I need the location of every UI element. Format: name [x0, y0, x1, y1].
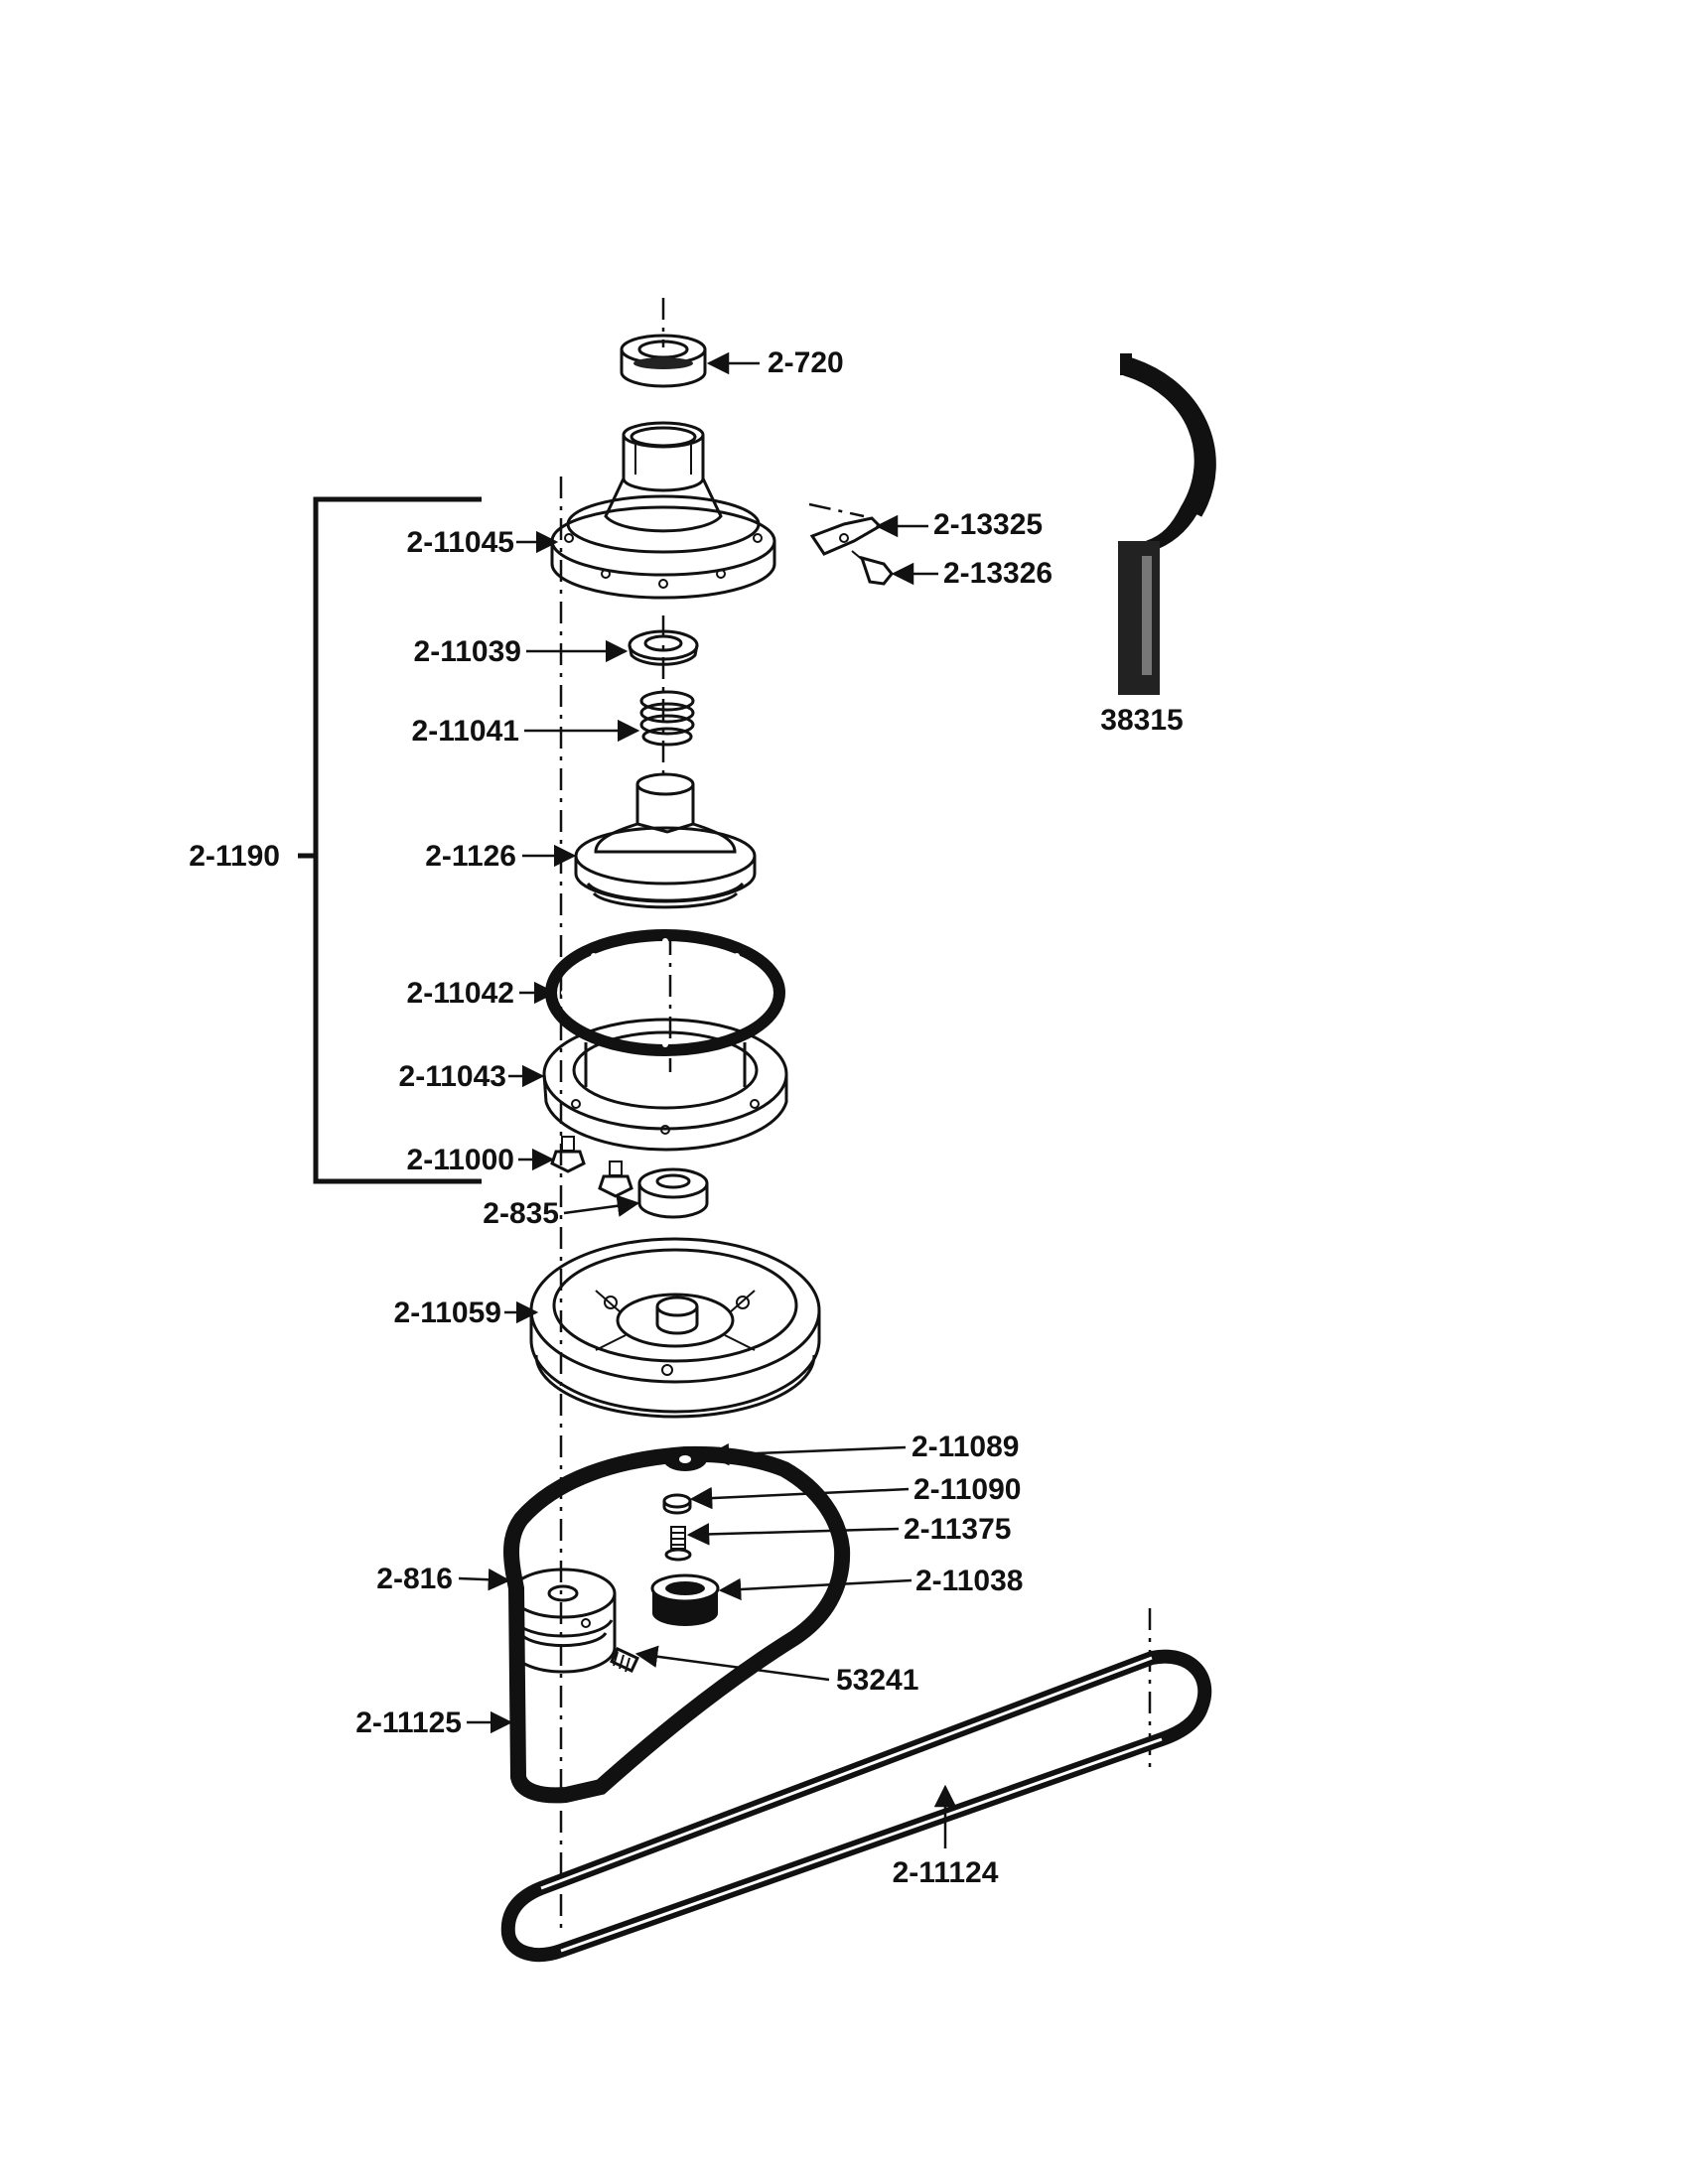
label-assembly-group: 2-1190: [189, 840, 280, 873]
assembly-bracket: [298, 496, 482, 1184]
motor-pulley-part: [509, 1568, 617, 1674]
label-clutch-cone: 2-1126: [425, 840, 516, 873]
drive-belt-part: [503, 1445, 851, 1804]
clip-screw-part: [851, 550, 894, 586]
label-bearing-top: 2-720: [768, 346, 844, 379]
label-drive-belt: 2-11125: [355, 1706, 462, 1739]
label-clip: 2-13325: [933, 508, 1043, 541]
bushing-part: [650, 1573, 720, 1626]
label-large-pulley: 2-11059: [394, 1297, 501, 1329]
leader-lines: [458, 351, 957, 1848]
stud-part: [664, 1526, 692, 1562]
ring-housing-part: [542, 1018, 788, 1152]
spring-part: [639, 690, 695, 747]
label-bushing: 2-11038: [915, 1565, 1023, 1597]
large-pulley-part: [529, 1237, 821, 1419]
washer-part: [662, 1493, 692, 1515]
label-pivot-link: 2-11089: [912, 1431, 1019, 1463]
pivot-link-part: [663, 1447, 707, 1471]
pump-belt-part: [500, 1649, 1212, 1963]
label-wrench: 38315: [1100, 704, 1183, 737]
label-housing: 2-11045: [407, 526, 514, 559]
label-spring: 2-11041: [412, 715, 519, 748]
bearing-top-part: [620, 334, 707, 388]
seal-part: [628, 629, 699, 666]
label-seal: 2-11039: [414, 635, 521, 668]
set-screw-part: [610, 1647, 639, 1673]
label-ring-housing: 2-11043: [399, 1060, 506, 1093]
label-motor-pulley: 2-816: [376, 1563, 453, 1595]
label-bearing-lower: 2-835: [483, 1197, 559, 1230]
label-washer: 2-11090: [913, 1473, 1021, 1506]
label-clip-screw: 2-13326: [943, 557, 1052, 590]
housing-part: [550, 421, 776, 600]
clip-part: [809, 516, 883, 556]
label-gasket: 2-11042: [407, 977, 514, 1010]
clutch-cone-part: [574, 772, 757, 909]
part-labels: 2-720 2-11045 2-13325 2-13326 38315 2-11…: [189, 346, 1183, 1889]
label-set-screw: 53241: [836, 1664, 918, 1697]
label-screws: 2-11000: [407, 1144, 514, 1176]
label-pump-belt: 2-11124: [893, 1856, 999, 1889]
spanner-wrench-part: [1118, 353, 1216, 695]
bearing-lower-part: [637, 1167, 709, 1219]
label-stud: 2-11375: [904, 1513, 1011, 1546]
